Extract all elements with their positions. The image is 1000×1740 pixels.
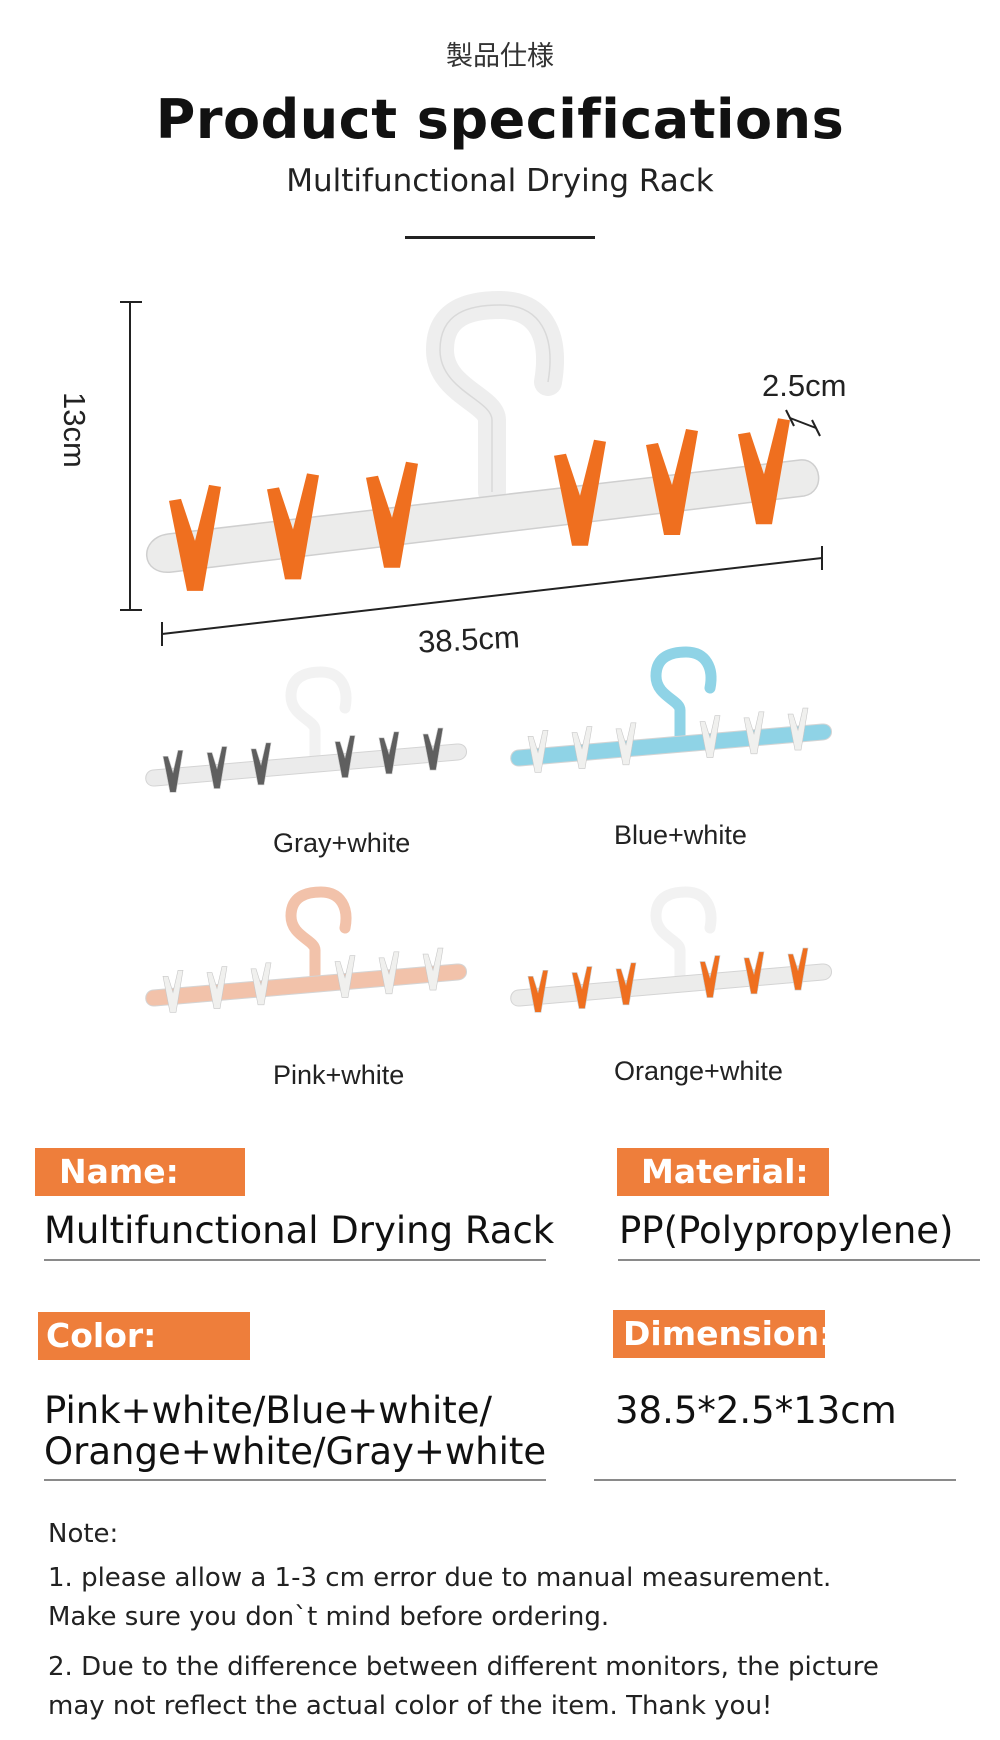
color-underline: [44, 1479, 546, 1481]
variant-gray-white: Gray+white: [145, 660, 495, 860]
thickness-dimension-line: [785, 409, 821, 437]
clip-icon: [527, 729, 549, 773]
clip-icon: [250, 962, 272, 1006]
orange-rack-image: [510, 886, 832, 1013]
page-title: Product specifications: [155, 88, 845, 151]
clip-icon: [554, 439, 606, 546]
clip-icon: [646, 428, 698, 535]
clip-icon: [206, 966, 228, 1009]
rack-bar: [145, 743, 467, 787]
clip-icon: [615, 962, 637, 1006]
clip-icon: [250, 742, 272, 786]
clip-icon: [422, 727, 444, 771]
dimension-tag: Dimension:: [613, 1310, 832, 1358]
variant-label: Orange+white: [614, 1056, 783, 1086]
rack-bar: [145, 459, 820, 573]
length-dimension-line: [161, 546, 823, 646]
clip-icon: [699, 715, 721, 758]
variant-label: Gray+white: [273, 828, 411, 858]
clips-group: [169, 418, 790, 591]
blue-rack-image: [510, 646, 832, 773]
variant-orange-white: Orange+white: [510, 880, 860, 1086]
clip-icon: [787, 947, 809, 991]
rack-bar: [145, 963, 467, 1007]
variant-blue-white: Blue+white: [510, 640, 860, 850]
material-tag: Material:: [617, 1148, 829, 1196]
clip-icon: [206, 746, 228, 789]
japanese-title: 製品仕様: [446, 41, 554, 72]
clip-icon: [743, 711, 765, 755]
clip-icon: [422, 947, 444, 991]
note-line: 1. please allow a 1-3 cm error due to ma…: [48, 1563, 832, 1593]
dimension-value: 38.5*2.5*13cm: [615, 1389, 897, 1432]
variant-label: Blue+white: [614, 820, 747, 850]
height-label: 13cm: [57, 392, 92, 468]
color-value-line2: Orange+white/Gray+white: [44, 1430, 547, 1473]
product-dimension-diagram: [120, 290, 823, 646]
material-value: PP(Polypropylene): [619, 1209, 954, 1252]
material-underline: [618, 1259, 980, 1261]
variant-label: Pink+white: [273, 1060, 405, 1090]
clip-icon: [162, 749, 184, 793]
page-subtitle: Multifunctional Drying Rack: [286, 163, 714, 199]
clip-icon: [169, 484, 221, 591]
clip-icon: [378, 731, 400, 775]
name-value: Multifunctional Drying Rack: [44, 1209, 555, 1252]
hook-icon: [285, 886, 352, 984]
clip-icon: [571, 966, 593, 1009]
rack-bar: [510, 723, 832, 767]
clip-icon: [527, 969, 549, 1013]
clip-icon: [787, 707, 809, 751]
rack-bar: [510, 963, 832, 1007]
clip-icon: [738, 418, 790, 525]
clip-icon: [334, 735, 356, 778]
gray-rack-image: [145, 666, 467, 793]
variant-pink-white: Pink+white: [145, 880, 495, 1090]
title-divider: [405, 236, 595, 239]
clip-icon: [162, 969, 184, 1013]
color-value-line1: Pink+white/Blue+white/: [44, 1389, 492, 1432]
clip-icon: [334, 955, 356, 998]
height-dimension-line: [120, 301, 142, 611]
hook-icon: [650, 646, 717, 744]
color-tag: Color:: [38, 1312, 250, 1360]
dimension-underline: [594, 1479, 956, 1481]
clip-icon: [267, 473, 319, 580]
note-line: Make sure you don`t mind before ordering…: [48, 1602, 610, 1632]
note-line: may not reflect the actual color of the …: [48, 1691, 773, 1721]
clip-icon: [615, 722, 637, 766]
hook-icon: [285, 666, 352, 764]
clip-icon: [571, 726, 593, 769]
hook-icon: [650, 886, 717, 984]
clip-icon: [699, 955, 721, 998]
pink-rack-image: [145, 886, 467, 1013]
name-tag: Name:: [35, 1148, 245, 1196]
name-underline: [44, 1259, 546, 1261]
length-label: 38.5cm: [417, 619, 521, 660]
note-heading: Note:: [48, 1519, 119, 1549]
hook-icon: [425, 290, 564, 506]
clip-icon: [366, 461, 418, 568]
thickness-label: 2.5cm: [762, 368, 847, 403]
clip-icon: [743, 951, 765, 995]
clip-icon: [378, 951, 400, 995]
note-line: 2. Due to the difference between differe…: [48, 1652, 879, 1682]
